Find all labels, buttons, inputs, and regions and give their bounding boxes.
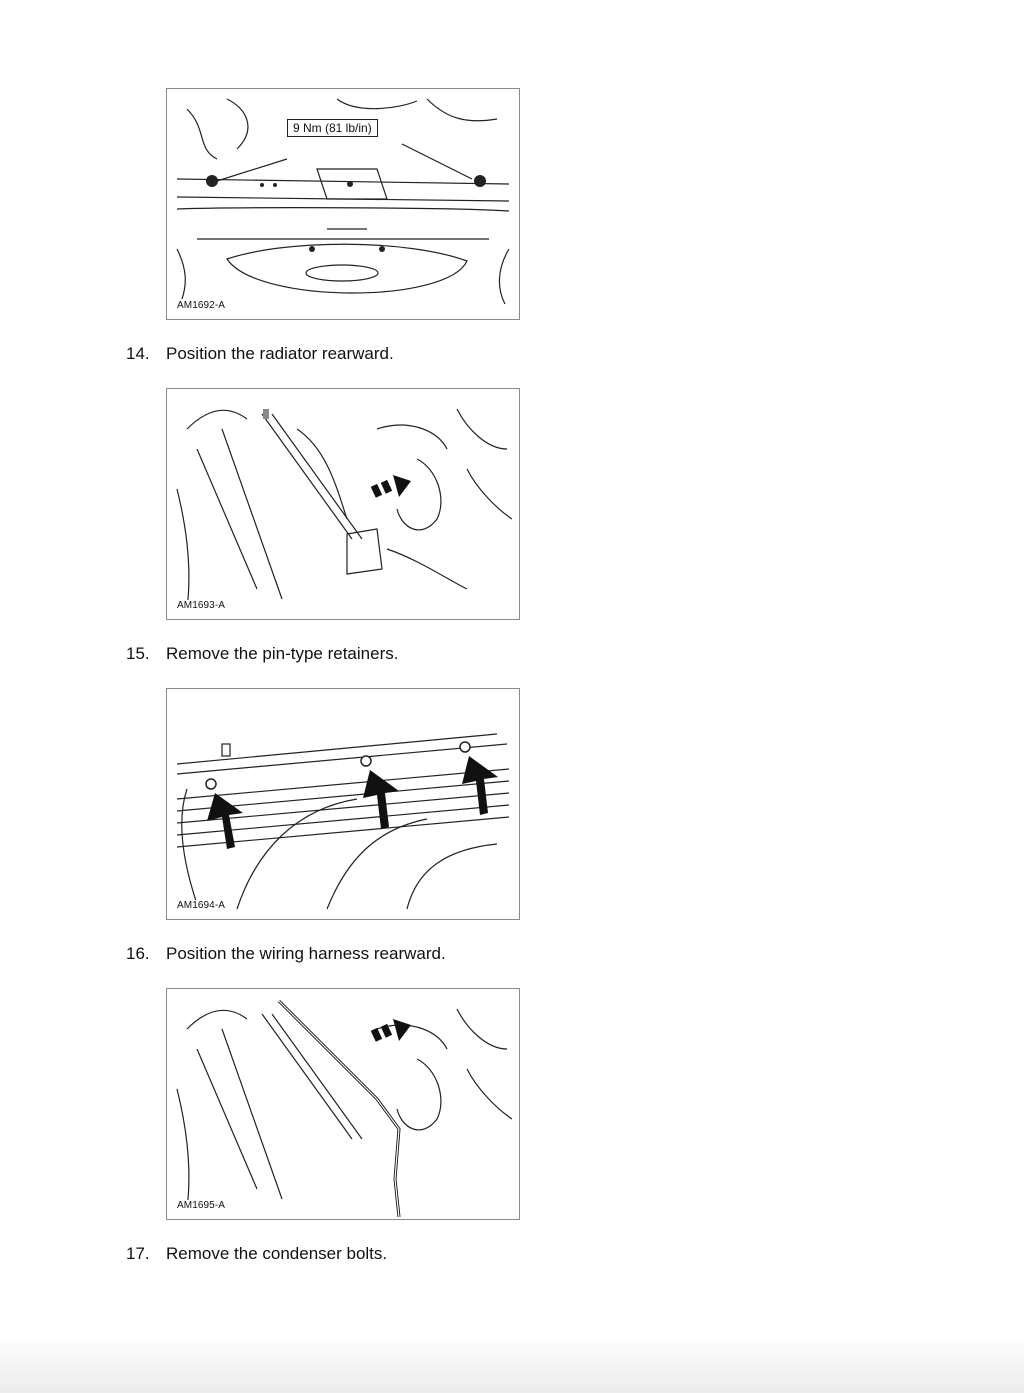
figure-id-label: AM1693-A <box>175 600 228 611</box>
page-bottom-edge <box>0 1333 1024 1393</box>
step-text: Remove the pin-type retainers. <box>166 644 399 663</box>
figure-am1694-illustration: AM1694-A <box>166 688 520 920</box>
step-number: 15. <box>126 644 150 663</box>
step-14: 14. Position the radiator rearward. <box>126 344 394 364</box>
pin-type-retainers-drawing <box>176 733 510 910</box>
radiator-support-bolts-drawing <box>176 98 510 305</box>
step-15: 15. Remove the pin-type retainers. <box>126 644 398 664</box>
step-text: Position the radiator rearward. <box>166 344 394 363</box>
step-17: 17. Remove the condenser bolts. <box>126 1244 387 1264</box>
step-number: 17. <box>126 1244 150 1263</box>
radiator-rearward-drawing <box>176 408 513 610</box>
figure-id-label: AM1694-A <box>175 900 228 911</box>
figure-am1692-illustration: 9 Nm (81 lb/in) AM1692-A <box>166 88 520 320</box>
figure-id-label: AM1692-A <box>175 300 228 311</box>
step-text: Position the wiring harness rearward. <box>166 944 446 963</box>
figure-am1693-illustration: AM1693-A <box>166 388 520 620</box>
step-number: 16. <box>126 944 150 963</box>
torque-callout: 9 Nm (81 lb/in) <box>287 119 378 137</box>
figure-id-label: AM1695-A <box>175 1200 228 1211</box>
step-number: 14. <box>126 344 150 363</box>
figure-am1695-illustration: AM1695-A <box>166 988 520 1220</box>
step-16: 16. Position the wiring harness rearward. <box>126 944 446 964</box>
step-text: Remove the condenser bolts. <box>166 1244 388 1263</box>
wiring-harness-drawing <box>176 999 513 1218</box>
